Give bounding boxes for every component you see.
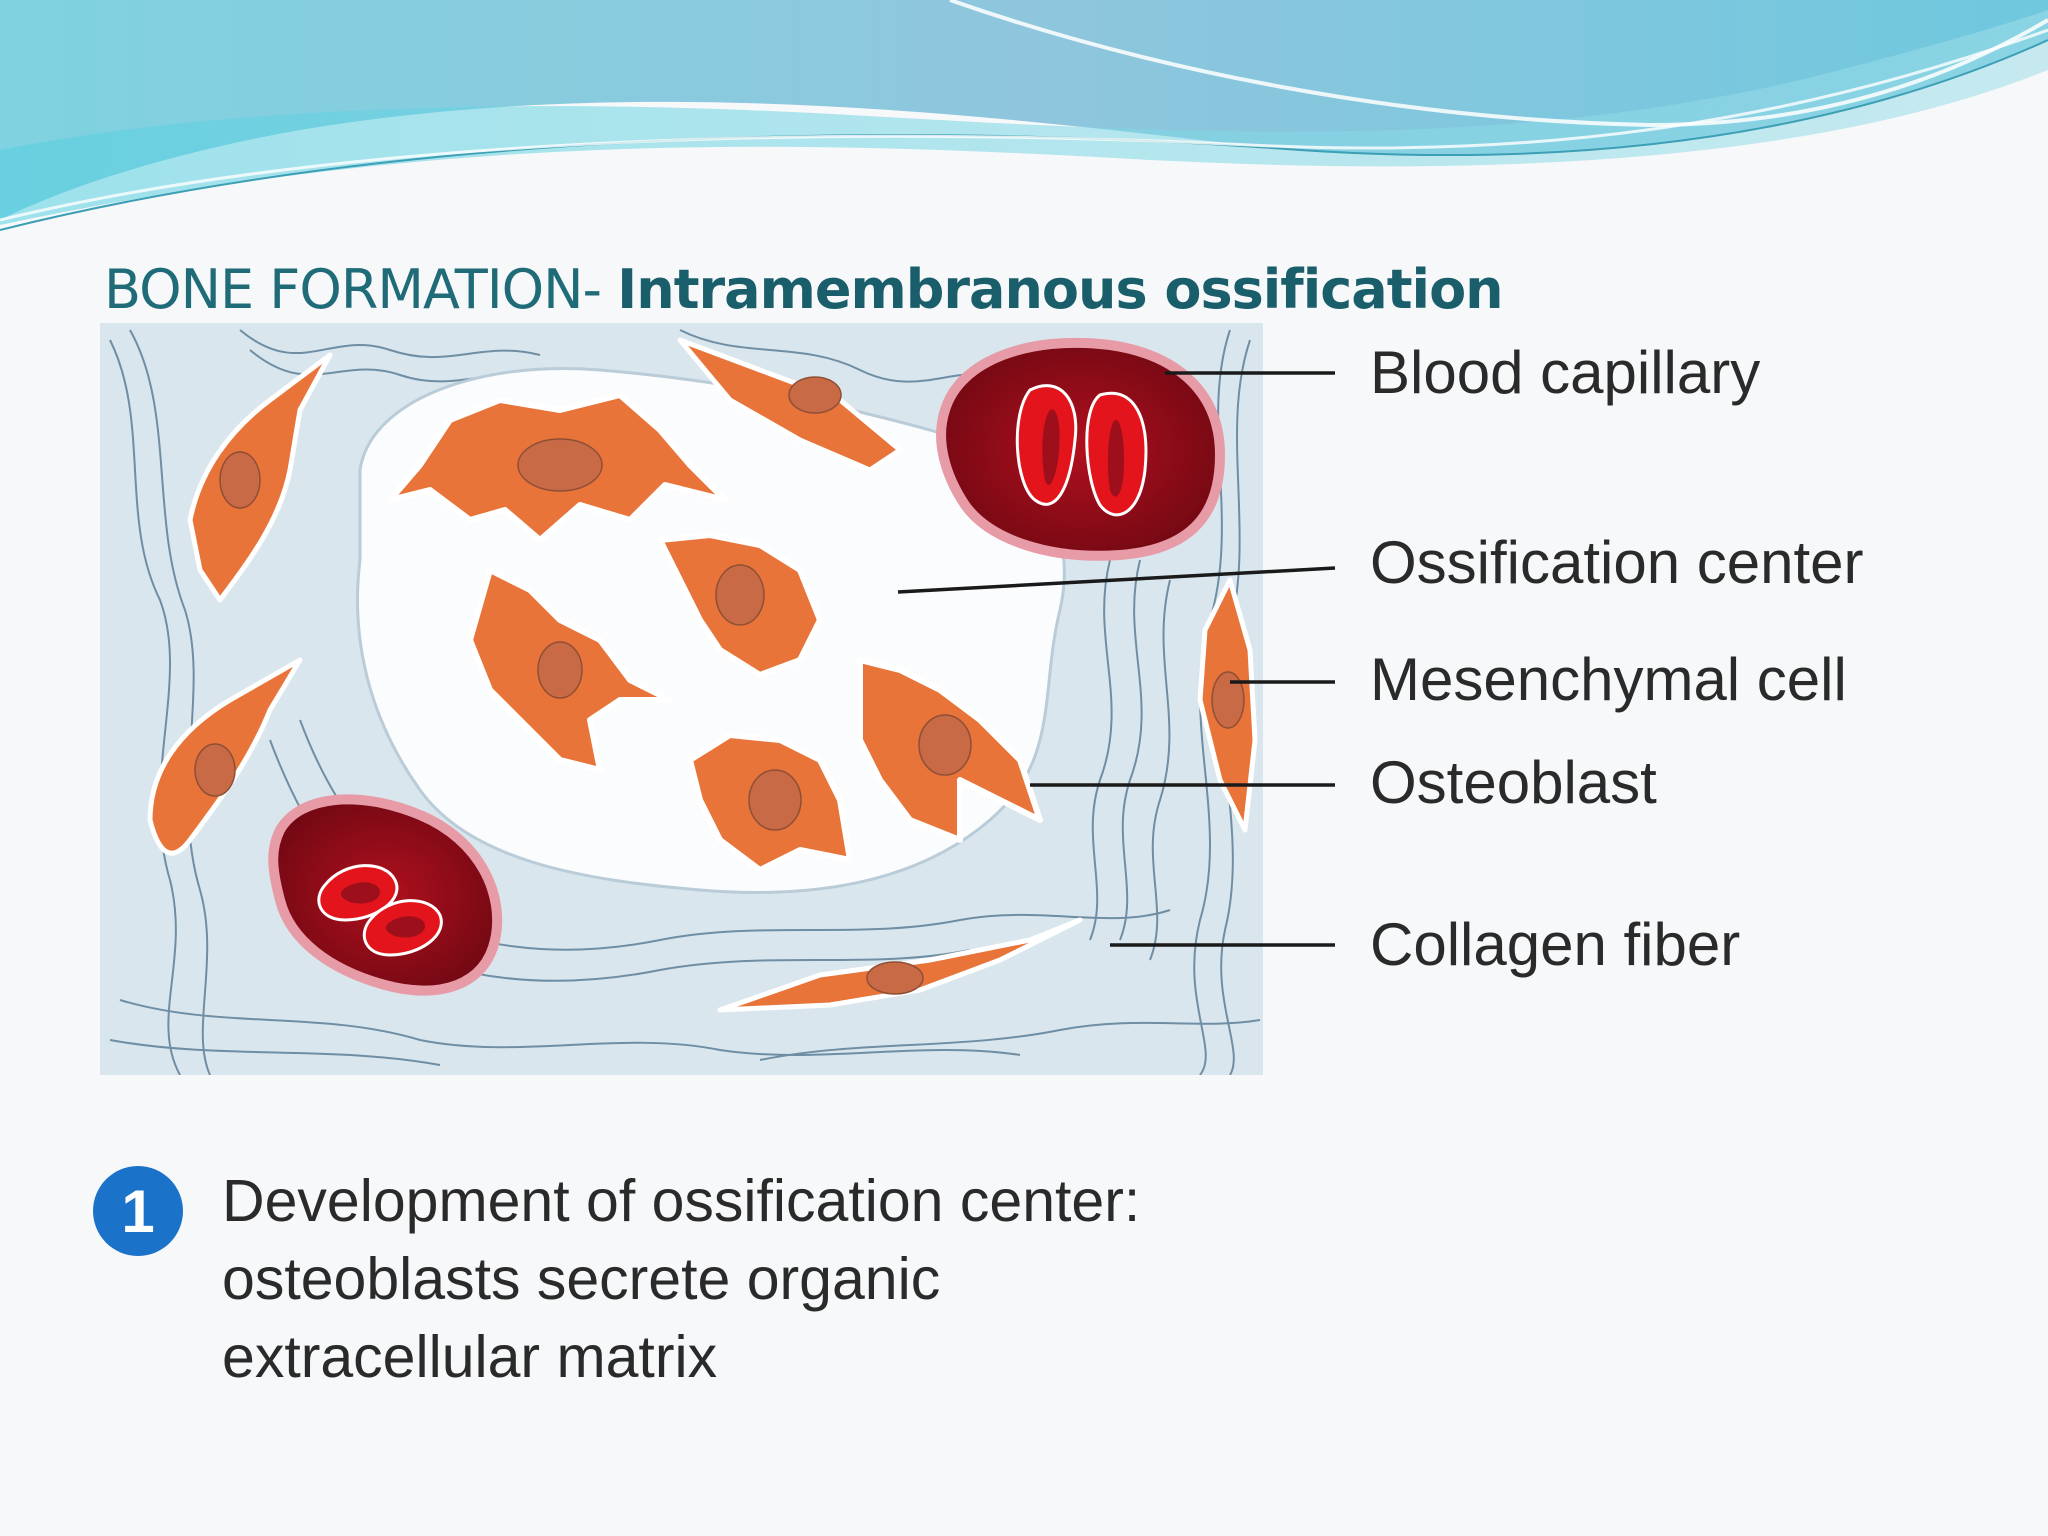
- header-wave-decoration: [0, 0, 2048, 231]
- title-bold: Intramembranous ossification: [617, 258, 1503, 321]
- step-line-3: extracellular matrix: [222, 1324, 718, 1390]
- label-blood-capillary: Blood capillary: [1370, 339, 1761, 406]
- label-ossification-center: Ossification center: [1370, 529, 1864, 596]
- step-number-badge: 1: [93, 1166, 183, 1256]
- label-osteoblast: Osteoblast: [1370, 749, 1657, 816]
- step-line-1: Development of ossification center:: [222, 1168, 1141, 1234]
- osteoblast-nuclei: [517, 438, 972, 831]
- slide-title: BONE FORMATION- Intramembranous ossifica…: [104, 258, 1504, 321]
- blood-capillary-upper: [936, 337, 1226, 561]
- step-description: Development of ossification center: oste…: [222, 1162, 1422, 1396]
- step-line-2: osteoblasts secrete organic: [222, 1246, 941, 1312]
- label-mesenchymal-cell: Mesenchymal cell: [1370, 646, 1847, 713]
- title-prefix: BONE FORMATION-: [104, 258, 618, 321]
- blood-capillary-lower: [268, 794, 503, 996]
- callout-leader-lines: [897, 371, 1336, 947]
- label-collagen-fiber: Collagen fiber: [1370, 911, 1741, 978]
- mesenchymal-nuclei: [194, 376, 1245, 995]
